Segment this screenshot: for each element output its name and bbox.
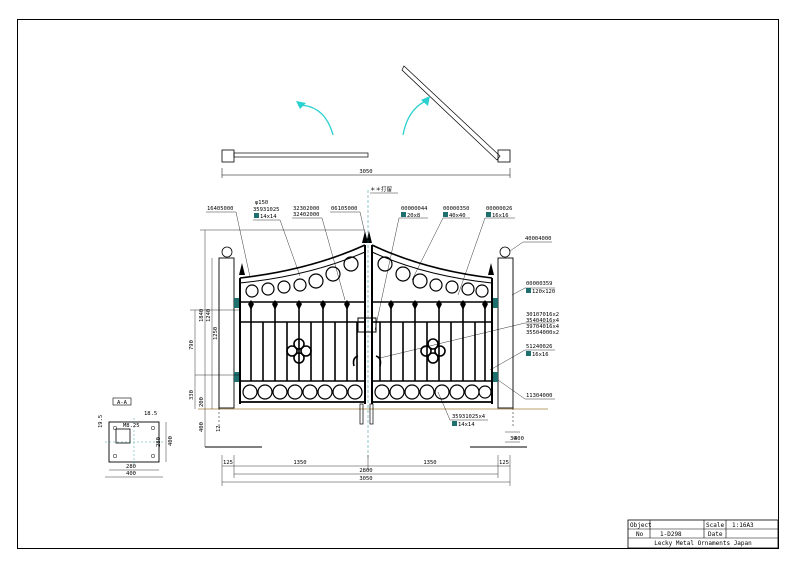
section-aa-label: A-A <box>117 400 128 406</box>
callout-51240026: 51240026 <box>526 344 553 350</box>
callout-35931025-size: 14x14 <box>260 214 277 220</box>
tb-object-label: Object <box>630 522 652 529</box>
callout-00000359-size: 120x120 <box>532 289 555 295</box>
post-cap-right <box>499 246 511 258</box>
dim-790: 790 <box>189 340 195 350</box>
dim-1250: 1250 <box>213 327 219 340</box>
callout-40004000: 40004000 <box>525 236 552 242</box>
callout-51240026-size: 16x16 <box>532 352 549 358</box>
dim-330: 330 <box>189 390 195 400</box>
hinge-left-bottom <box>234 372 239 382</box>
dim-leaf-left: 1350 <box>293 460 306 466</box>
dim-12: 12 <box>216 425 222 432</box>
aa-dim-m8: M8.25 <box>123 423 140 429</box>
top-note: ＊＊打留 <box>370 185 393 193</box>
title-block: Object Scale 1:16A3 No 1-D298 Date Lecky… <box>627 519 779 549</box>
quatrefoil-right <box>420 338 446 364</box>
hinge-right-top <box>493 298 498 308</box>
gate-leaf-left <box>239 244 366 404</box>
callout-phi150: φ150 <box>255 200 268 206</box>
plan-post-left <box>221 149 235 163</box>
finial-right <box>488 263 494 275</box>
hinge-right-bottom <box>493 372 498 382</box>
finial-center-right <box>366 231 372 243</box>
swing-arrow-left <box>297 104 334 136</box>
tb-date-label: Date <box>708 531 723 538</box>
callout-32402000: 32402000 <box>293 212 320 218</box>
handle-left <box>352 355 359 367</box>
callout-06105000: 06105000 <box>331 206 358 212</box>
callout-00000044: 00000044 <box>401 206 428 212</box>
callout-00000359: 00000359 <box>526 281 553 287</box>
dims-bottom <box>221 455 511 486</box>
callouts-top <box>206 211 515 331</box>
dim-opening: 2800 <box>359 468 372 474</box>
dim-overall: 3050 <box>359 476 372 482</box>
hinge-left-top <box>234 298 239 308</box>
callout-39704016: 39704016x4 <box>526 324 560 330</box>
callout-35504000: 35504000x2 <box>526 330 559 336</box>
callout-16405000: 16405000 <box>207 206 234 212</box>
post-section <box>115 428 131 444</box>
finial-center-left <box>362 231 368 243</box>
dim-1240: 1240 <box>206 309 212 322</box>
callout-35931025x4: 35931025x4 <box>452 414 486 420</box>
center-lock-box <box>357 317 377 333</box>
aa-dim-280-v: 280 <box>156 437 162 447</box>
swing-arrow-right <box>402 99 429 136</box>
dim-leaf-right: 1350 <box>423 460 436 466</box>
callout-00000026: 00000026 <box>486 206 513 212</box>
tb-drawing-no: 1-D298 <box>660 531 682 538</box>
drop-bolt-right <box>369 403 374 425</box>
tb-company: Lecky Metal Ornaments Japan <box>654 540 752 547</box>
dim-400: 400 <box>199 422 205 432</box>
callout-11304000: 11304000 <box>526 393 553 399</box>
plan-total-width: 3050 <box>359 169 372 175</box>
aa-dim-18-5: 18.5 <box>144 411 157 417</box>
aa-dim-280-h: 280 <box>126 464 136 470</box>
callout-30107016: 30107016x2 <box>526 312 559 318</box>
callout-00000350-size: 40x40 <box>449 213 466 219</box>
finial-left <box>239 263 245 275</box>
gate-elevation: ＊＊打留 16405000 φ150 35931025 14x14 323020… <box>189 185 560 486</box>
post-cap-left <box>221 246 233 258</box>
dim-1840: 1840 <box>199 309 205 322</box>
handle-right <box>375 355 382 367</box>
post-left <box>218 257 235 409</box>
section-aa-tag <box>112 397 132 406</box>
quatrefoil-left <box>286 338 312 364</box>
callout-35931025: 35931025 <box>253 207 280 213</box>
tb-no-label: No <box>636 531 644 538</box>
sheet-border <box>17 19 779 549</box>
gate-leaf-right <box>371 244 493 404</box>
post-right <box>497 257 514 409</box>
callout-35404016: 35404016x4 <box>526 318 560 324</box>
dim-200: 200 <box>199 397 205 407</box>
section-aa: A-A 18.5 19.5 M8.25 280 400 280 400 <box>98 397 174 478</box>
drop-bolt-left <box>359 403 364 425</box>
callout-00000044-size: 20x8 <box>407 213 420 219</box>
aa-dim-400-h: 400 <box>126 471 136 477</box>
callout-00000026-size: 16x16 <box>492 213 509 219</box>
dim-post-left: 125 <box>223 460 233 466</box>
plan-leaf-left <box>233 152 369 158</box>
plan-view: 3050 <box>221 65 511 178</box>
dim-post-right: 125 <box>499 460 509 466</box>
aa-dim-19-5: 19.5 <box>98 415 104 428</box>
callout-00000350: 00000350 <box>443 206 470 212</box>
tb-scale-label: Scale <box>706 522 724 529</box>
tb-scale-value: 1:16A3 <box>732 522 754 529</box>
swing-arrow-left-head <box>296 101 306 109</box>
swing-arrow-right-head <box>421 96 430 106</box>
aa-dim-400-v: 400 <box>168 436 174 446</box>
plan-leaf-right-open <box>401 65 501 161</box>
dim-footing-400: 400 <box>514 436 524 442</box>
callout-32302000: 32302000 <box>293 206 320 212</box>
dims-left <box>190 229 365 447</box>
plan-post-right <box>497 149 511 163</box>
callout-35931025x4-size: 14x14 <box>458 422 475 428</box>
dim-footing-30: 30 <box>510 436 517 442</box>
